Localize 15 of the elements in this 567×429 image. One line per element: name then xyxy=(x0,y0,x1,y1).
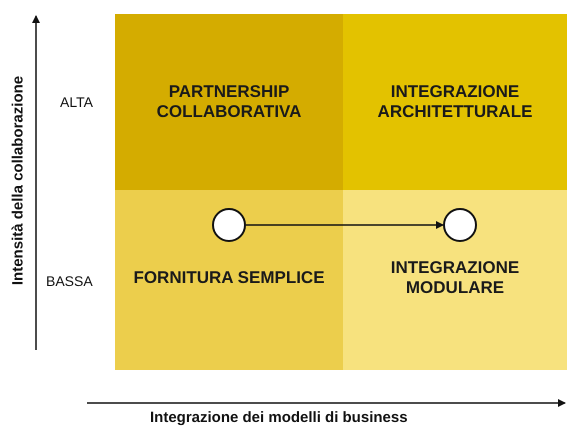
quadrant-label: FORNITURA SEMPLICE xyxy=(133,268,325,288)
quadrant xyxy=(343,190,567,370)
quadrant xyxy=(115,14,343,190)
arrow xyxy=(246,221,444,229)
axis-title: Intensità della collaborazione xyxy=(10,74,26,288)
axis-title: Integrazione dei modelli di business xyxy=(150,409,408,426)
quadrant-label: PARTNERSHIP COLLABORATIVA xyxy=(156,82,302,122)
axis-tick-label: BASSA xyxy=(46,273,93,289)
quadrant xyxy=(115,190,343,370)
quadrant-label: INTEGRAZIONE ARCHITETTURALE xyxy=(376,82,534,122)
axis-tick-label: ALTA xyxy=(60,94,93,110)
quadrant-label: INTEGRAZIONE MODULARE xyxy=(390,258,520,298)
circle-marker xyxy=(443,208,477,242)
circle-marker xyxy=(212,208,246,242)
quadrant xyxy=(343,14,567,190)
